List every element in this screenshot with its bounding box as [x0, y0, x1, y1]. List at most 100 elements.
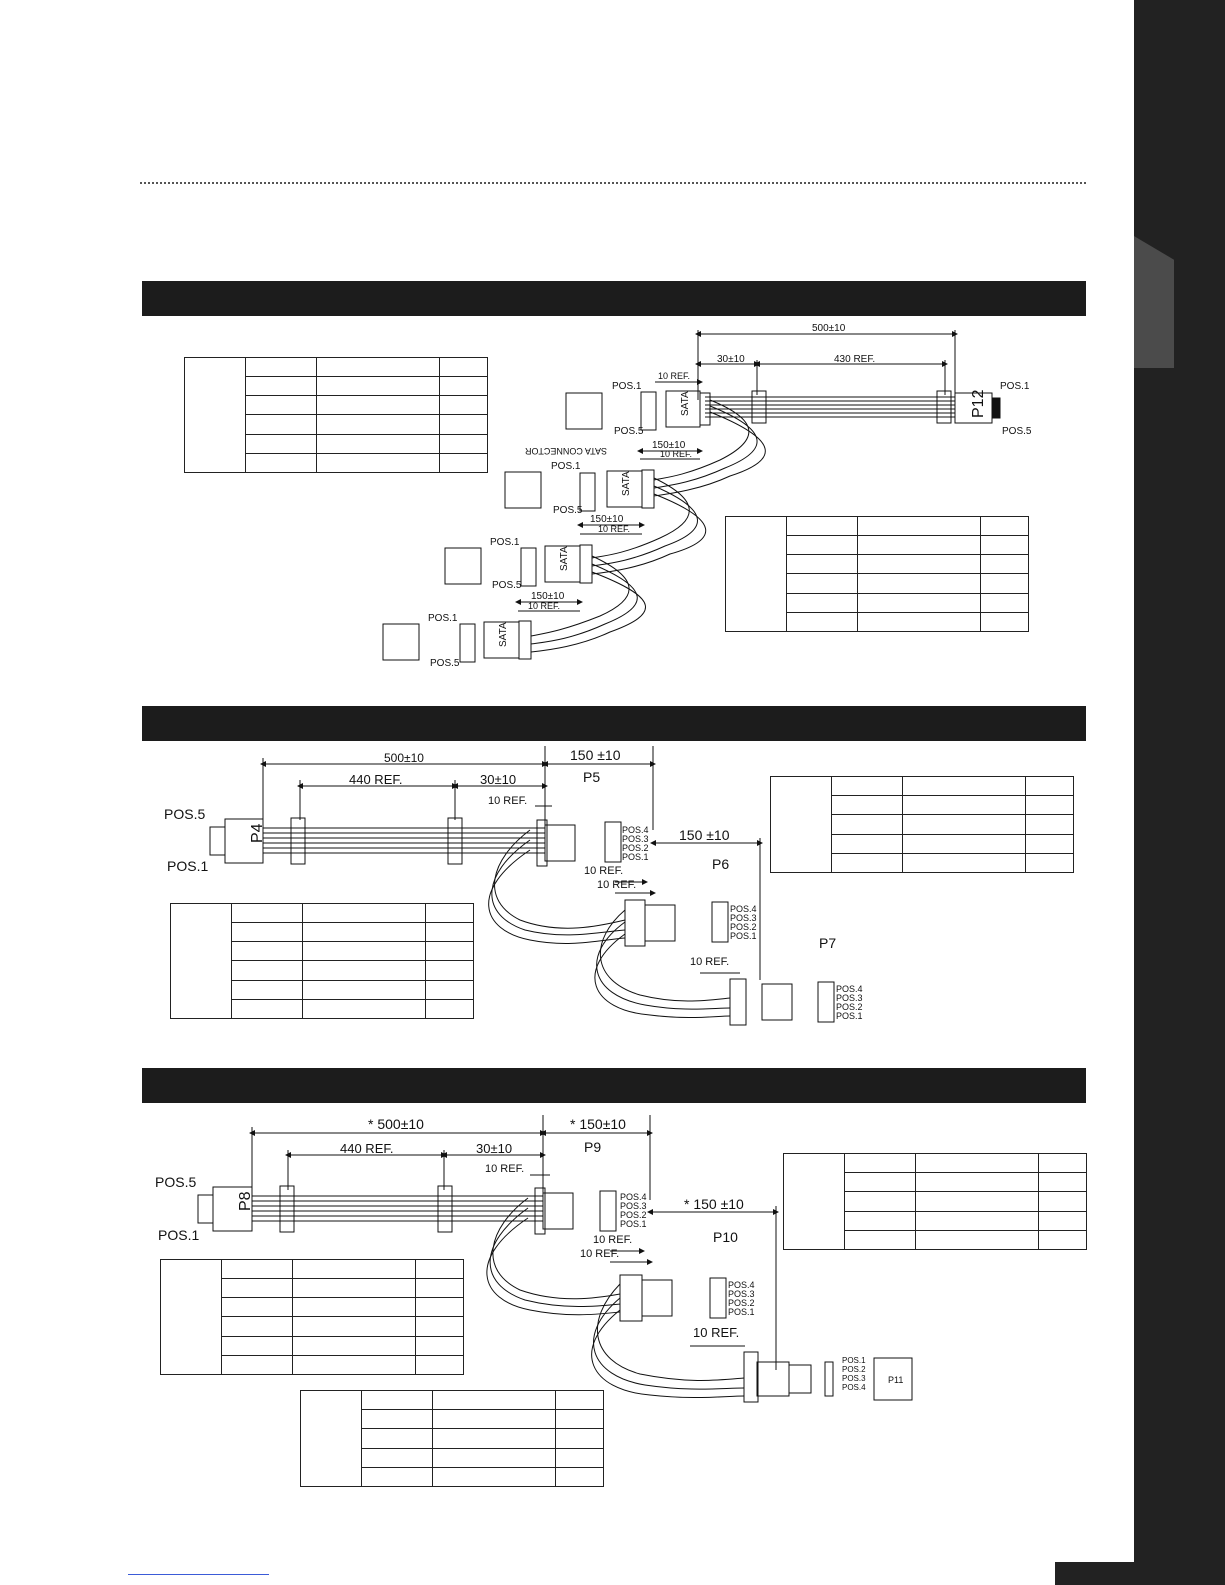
- fan-pin-pos1: POS.1: [842, 1356, 866, 1365]
- connector-p7: P7: [819, 935, 836, 951]
- pin-table-per1-left: [170, 902, 474, 1020]
- side-tab: [1134, 236, 1174, 368]
- sata-label: SATA: [498, 622, 509, 647]
- footer-block: [1055, 1562, 1134, 1585]
- pos5-label: POS.5: [430, 658, 460, 669]
- pin-table-per2-right: [783, 1152, 1087, 1251]
- dim-segment: 150±10: [652, 440, 686, 451]
- dim-ref-10: 10 REF.: [597, 879, 636, 891]
- pin-pos4: POS.4: [622, 825, 649, 835]
- dim-ref-430: 430 REF.: [834, 354, 875, 365]
- pin-table-sata-right: [725, 515, 1029, 633]
- dim-first: 30±10: [717, 354, 745, 365]
- connector-p8: P8: [237, 1191, 254, 1211]
- pos1-label: POS.1: [167, 858, 208, 874]
- side-bar: [1134, 0, 1225, 1585]
- dim-segment-top: 150 ±10: [570, 747, 621, 763]
- dim-ref-10: 10 REF.: [660, 449, 692, 459]
- dim-segment-top: * 150±10: [570, 1116, 626, 1132]
- connector-p12: P12: [970, 389, 987, 418]
- dim-segment: 150±10: [531, 591, 565, 602]
- dim-segment-mid: * 150 ±10: [684, 1196, 744, 1212]
- dim-segment: 150±10: [590, 514, 624, 525]
- dim-ref-10: 10 REF.: [488, 795, 527, 807]
- pin-pos2: POS.2: [728, 1298, 755, 1308]
- pin-pos3: POS.3: [728, 1289, 755, 1299]
- dim-ref-10: 10 REF.: [658, 371, 690, 381]
- pos1-label: POS.1: [1000, 381, 1030, 392]
- pos1-label: POS.1: [158, 1227, 199, 1243]
- connector-p10: P10: [713, 1229, 738, 1245]
- dim-overall: * 500±10: [368, 1116, 424, 1132]
- peripheral-2-labels: * 500±10 * 150±10 440 REF. 30±10 10 REF.…: [155, 1116, 903, 1392]
- sata-connector-caption: SATA CONNECTOR: [524, 446, 607, 456]
- pin-pos3: POS.3: [622, 834, 649, 844]
- section-bar-peripheral-1: [142, 706, 1086, 741]
- pos5-label: POS.5: [614, 426, 644, 437]
- dim-ref-10: 10 REF.: [528, 601, 560, 611]
- fan-pin-pos3: POS.3: [842, 1374, 866, 1383]
- peripheral-1-labels: 500±10 150 ±10 440 REF. 30±10 10 REF. 15…: [164, 747, 863, 1021]
- connector-p4: P4: [249, 823, 266, 843]
- dim-ref-10: 10 REF.: [693, 1325, 739, 1340]
- sata-label: SATA: [621, 471, 632, 496]
- pos1-label: POS.1: [551, 461, 581, 472]
- pin-table-per2-left: [160, 1258, 464, 1376]
- section-bar-peripheral-2: [142, 1068, 1086, 1103]
- dotted-rule: [140, 182, 1086, 184]
- connector-p6: P6: [712, 856, 729, 872]
- dim-ref-10: 10 REF.: [584, 865, 623, 877]
- sata-label: SATA: [680, 391, 691, 416]
- connector-p11: P11: [888, 1375, 903, 1385]
- pin-pos1: POS.1: [620, 1219, 647, 1229]
- sata-harness: [382, 330, 1001, 663]
- dim-overall: 500±10: [812, 323, 846, 334]
- footer-link-underline: [128, 1574, 269, 1575]
- pin-pos2: POS.2: [620, 1210, 647, 1220]
- peripheral-harness-1: [209, 746, 835, 1026]
- pin-pos2: POS.2: [836, 1002, 863, 1012]
- pin-pos2: POS.2: [622, 843, 649, 853]
- dim-first: 30±10: [480, 772, 516, 787]
- pos5-label: POS.5: [492, 580, 522, 591]
- dim-ref-440: 440 REF.: [349, 772, 402, 787]
- dim-ref-10: 10 REF.: [690, 956, 729, 968]
- pin-pos3: POS.3: [620, 1201, 647, 1211]
- dim-ref-10: 10 REF.: [593, 1234, 632, 1246]
- pin-pos1: POS.1: [730, 931, 757, 941]
- pin-pos4: POS.4: [728, 1280, 755, 1290]
- pos5-label: POS.5: [155, 1174, 196, 1190]
- peripheral-harness-2: [197, 1115, 913, 1403]
- pos5-label: POS.5: [553, 505, 583, 516]
- pin-table-sata-left: [184, 356, 488, 474]
- connector-p5: P5: [583, 769, 600, 785]
- pin-pos3: POS.3: [730, 913, 757, 923]
- pin-pos4: POS.4: [730, 904, 757, 914]
- pos1-label: POS.1: [490, 537, 520, 548]
- pin-pos1: POS.1: [728, 1307, 755, 1317]
- dim-ref-440: 440 REF.: [340, 1141, 393, 1156]
- pos5-label: POS.5: [1002, 426, 1032, 437]
- pin-pos1: POS.1: [622, 852, 649, 862]
- dim-overall: 500±10: [384, 751, 424, 765]
- dim-ref-10: 10 REF.: [598, 524, 630, 534]
- harness-drawings: 500±10 30±10 430 REF. 10 REF. POS.1 POS.…: [155, 323, 1032, 1403]
- fan-pin-pos2: POS.2: [842, 1365, 866, 1374]
- pos1-label: POS.1: [428, 613, 458, 624]
- fan-pin-pos4: POS.4: [842, 1383, 866, 1392]
- sata-label: SATA: [559, 546, 570, 571]
- sata-labels: 500±10 30±10 430 REF. 10 REF. POS.1 POS.…: [428, 323, 1032, 669]
- dim-ref-10: 10 REF.: [485, 1163, 524, 1175]
- connector-p9: P9: [584, 1139, 601, 1155]
- pos1-label: POS.1: [612, 381, 642, 392]
- dim-segment-mid: 150 ±10: [679, 827, 730, 843]
- pin-pos4: POS.4: [620, 1192, 647, 1202]
- pin-pos3: POS.3: [836, 993, 863, 1003]
- pin-pos4: POS.4: [836, 984, 863, 994]
- pin-table-per2-bottom: [300, 1389, 604, 1488]
- pos5-label: POS.5: [164, 806, 205, 822]
- dim-ref-10: 10 REF.: [580, 1248, 619, 1260]
- pin-pos1: POS.1: [836, 1011, 863, 1021]
- section-bar-sata: [142, 281, 1086, 316]
- pin-pos2: POS.2: [730, 922, 757, 932]
